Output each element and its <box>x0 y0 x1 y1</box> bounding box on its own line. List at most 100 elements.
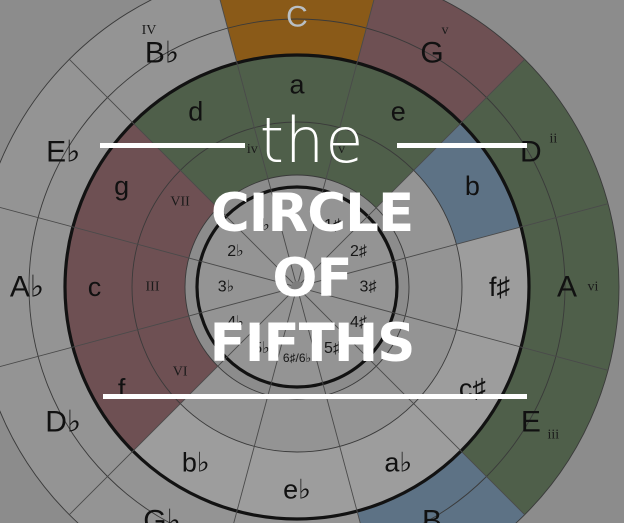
wheel-divider <box>300 58 526 284</box>
ring-outline-heavy <box>195 185 399 389</box>
wheel-sector-signature-7 <box>226 291 296 384</box>
minor-key-label: e♭ <box>283 475 311 505</box>
wheel-sector-major-D♭ <box>0 347 133 515</box>
wheel-sector-degree-9 <box>132 244 189 330</box>
outer-roman-numeral: ii <box>549 132 557 147</box>
key-signature-label: 6♯/6♭ <box>283 351 311 365</box>
wheel-sector-major-B <box>357 451 525 523</box>
wheel-divider <box>219 0 296 282</box>
wheel-sector-degree-10 <box>137 170 218 259</box>
outer-roman-numeral: iii <box>548 428 560 443</box>
major-key-label: A <box>557 271 577 304</box>
key-signature-label: 4♯ <box>350 314 367 331</box>
title-word-fifths: FIFTHS <box>209 313 416 374</box>
wheel-sector-minor-a♭ <box>339 403 462 512</box>
inner-roman-numeral: VI <box>173 364 188 379</box>
inner-roman-numeral: III <box>146 280 160 295</box>
outer-roman-numeral: v <box>442 23 449 38</box>
title-rule-top-left <box>100 143 245 148</box>
outer-roman-numeral: IV <box>142 23 157 38</box>
key-signature-label: 5♯ <box>324 340 341 357</box>
wheel-sector-signature-6 <box>271 292 323 387</box>
wheel-divider <box>68 58 294 284</box>
wheel-sector-degree-11 <box>180 127 269 208</box>
wheel-sector-minor-b <box>413 122 522 245</box>
minor-key-label: e <box>391 97 406 127</box>
wheel-hub <box>291 281 303 293</box>
minor-key-label: c <box>88 272 102 302</box>
minor-key-label: a <box>289 70 305 100</box>
title-rule-bottom <box>103 394 527 399</box>
title-word-circle: CIRCLE <box>210 183 414 244</box>
wheel-sector-minor-b♭ <box>132 403 255 512</box>
wheel-divider <box>68 290 294 516</box>
wheel-sector-minor-a <box>236 55 358 128</box>
major-key-label: B♭ <box>145 37 179 70</box>
wheel-sector-minor-c <box>65 226 138 348</box>
minor-key-label: f <box>118 373 126 403</box>
wheel-sector-signature-3 <box>302 261 397 313</box>
wheel-sector-signature-5 <box>298 291 368 384</box>
title-word-of: OF <box>272 248 352 309</box>
key-signature-label: 1♭ <box>253 217 269 234</box>
inner-roman-numeral: VII <box>170 195 190 210</box>
wheel-sector-signature-8 <box>200 288 293 358</box>
key-signature-label: 5♭ <box>253 340 269 357</box>
wheel-divider <box>233 292 296 523</box>
ring-outline <box>184 174 410 400</box>
wheel-sector-signature-4 <box>301 288 394 358</box>
wheel-divider <box>298 0 375 282</box>
key-signature-label: 3♯ <box>360 279 377 296</box>
wheel-sector-minor-f♯ <box>456 226 529 348</box>
major-key-label: G♭ <box>143 504 181 523</box>
wheel-sector-minor-e♭ <box>236 446 358 519</box>
wheel-sector-degree-7 <box>180 366 269 447</box>
wheel-sector-major-C♭ <box>233 511 361 523</box>
wheel-sector-major-D <box>461 59 609 227</box>
wheel-sector-major-E♭ <box>0 59 133 227</box>
wheel-labels: CaGe1♯Db2♯Af♯3♯Ec♯4♯Ba♭5♯C♭e♭6♯/6♭G♭b♭5♭… <box>10 1 599 523</box>
key-signature-label: 2♭ <box>227 243 243 260</box>
ring-outline <box>131 121 463 453</box>
wheel-divider <box>298 292 361 523</box>
wheel-sector-signature-1 <box>298 190 368 283</box>
minor-key-label: b♭ <box>182 447 210 477</box>
minor-key-label: g <box>114 171 129 201</box>
wheel-sector-signature-2 <box>301 216 394 286</box>
wheel-sector-signature-0 <box>271 187 323 282</box>
wheel-sector-degree-5 <box>325 366 414 447</box>
minor-key-label: a♭ <box>384 447 412 477</box>
wheel-sector-degree-3 <box>405 244 462 330</box>
wheel-divider <box>302 203 609 286</box>
wheel-divider <box>0 206 292 286</box>
wheel-sector-major-A♭ <box>0 207 73 367</box>
inner-roman-numeral: v <box>338 142 345 157</box>
wheel-sector-degree-4 <box>376 315 457 404</box>
wheel-sector-signature-11 <box>226 190 296 283</box>
title-rule-top-right <box>397 143 527 148</box>
wheel-sector-major-A <box>521 203 620 371</box>
wheel-sector-major-B♭ <box>69 0 237 123</box>
wheel-sector-degree-1 <box>325 127 414 208</box>
major-key-label: G <box>420 37 443 70</box>
major-key-label: A♭ <box>10 271 44 304</box>
wheel-sector-minor-g <box>72 122 181 245</box>
wheel-sector-major-G <box>357 0 525 123</box>
inner-roman-numeral: iv <box>247 142 258 157</box>
wheel-sector-signature-9 <box>197 261 292 313</box>
ring-outline-heavy <box>63 53 531 521</box>
major-key-label: B <box>422 504 442 523</box>
minor-key-label: d <box>188 97 203 127</box>
major-key-label: D♭ <box>45 406 81 439</box>
wheel-sector-degree-6 <box>254 395 340 452</box>
minor-key-label: b <box>465 171 480 201</box>
wheel-divider <box>0 288 292 368</box>
wheel-divider <box>302 288 609 371</box>
title-word-the: the <box>259 104 365 177</box>
